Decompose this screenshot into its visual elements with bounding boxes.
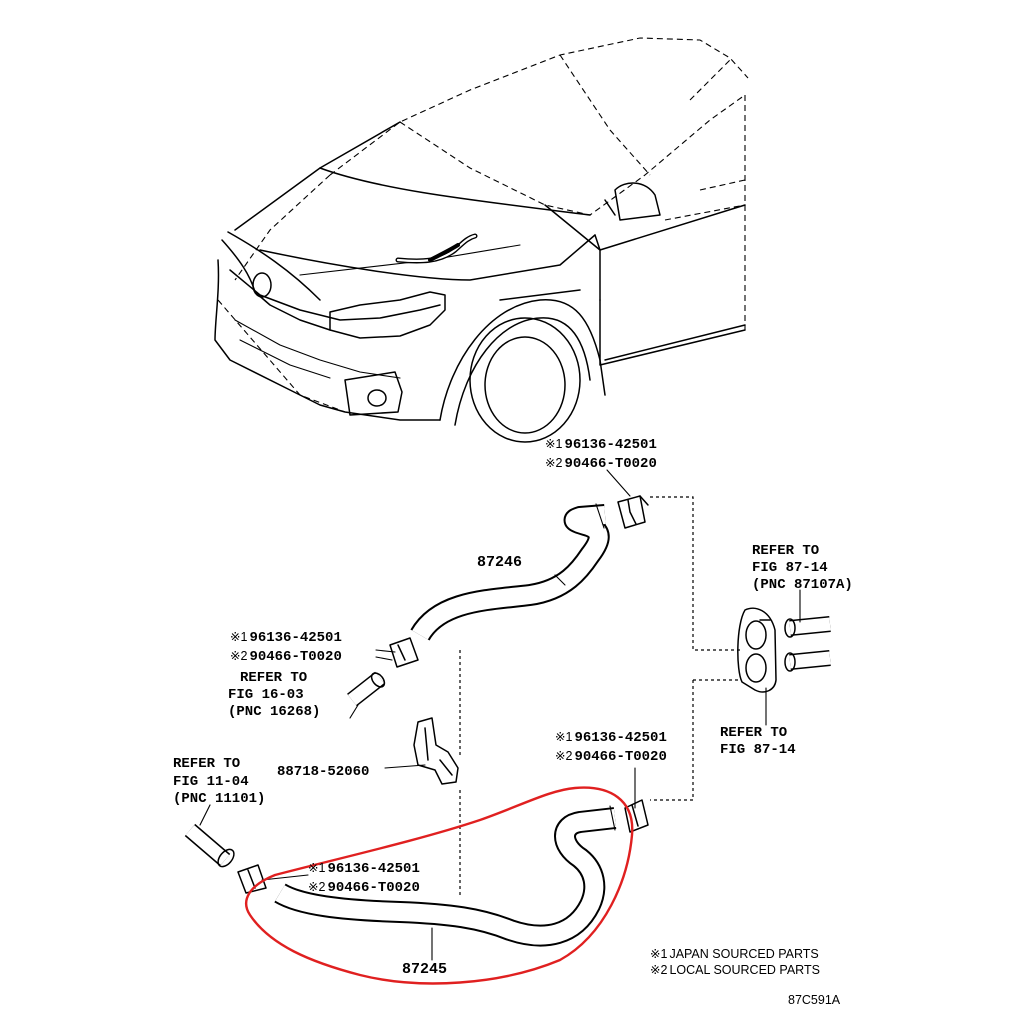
pipe-fig-16-03 <box>347 671 386 707</box>
svg-text:FIG 11-04: FIG 11-04 <box>173 774 249 790</box>
bracket-88718-52060 <box>413 717 459 785</box>
dashed-leader-lines <box>459 496 740 895</box>
svg-text:(PNC 87107A): (PNC 87107A) <box>752 577 853 593</box>
highlight-outline <box>244 786 634 985</box>
clamp-mid-left <box>389 637 419 668</box>
lower-hose-87245 <box>274 805 617 947</box>
svg-text:REFER TO: REFER TO <box>173 756 240 772</box>
clamp-right <box>624 799 649 833</box>
svg-text:REFER TO: REFER TO <box>720 725 787 741</box>
label-refer-fig-11-04: REFER TO FIG 11-04 (PNC 11101) <box>173 756 265 807</box>
svg-text:FIG 16-03: FIG 16-03 <box>228 687 304 703</box>
clamp-top <box>617 495 649 529</box>
label-hose-87245: 87245 <box>402 961 447 978</box>
label-refer-fig-87-14-bottom: REFER TO FIG 87-14 <box>720 725 796 758</box>
svg-text:FIG 87-14: FIG 87-14 <box>720 742 796 758</box>
clamp-lower-left <box>237 864 267 894</box>
leader-lines <box>199 469 801 961</box>
pipe-fig-11-04 <box>184 823 235 868</box>
figure-id: 87C591A <box>788 993 841 1007</box>
label-bracket-88718-52060: 88718-52060 <box>277 764 369 780</box>
label-refer-fig-16-03: REFER TO FIG 16-03 (PNC 16268) <box>228 670 320 720</box>
car-illustration <box>214 37 749 443</box>
label-refer-fig-87-14-top: REFER TO FIG 87-14 (PNC 87107A) <box>752 543 853 593</box>
upper-hose-87246 <box>410 503 610 642</box>
svg-text:REFER TO: REFER TO <box>752 543 819 559</box>
svg-text:(PNC 11101): (PNC 11101) <box>173 791 265 807</box>
svg-text:REFER TO: REFER TO <box>240 670 307 686</box>
svg-text:(PNC 16268): (PNC 16268) <box>228 704 320 720</box>
label-hose-87246: 87246 <box>477 554 522 571</box>
svg-text:FIG 87-14: FIG 87-14 <box>752 560 828 576</box>
heater-core-fitting <box>737 607 831 693</box>
